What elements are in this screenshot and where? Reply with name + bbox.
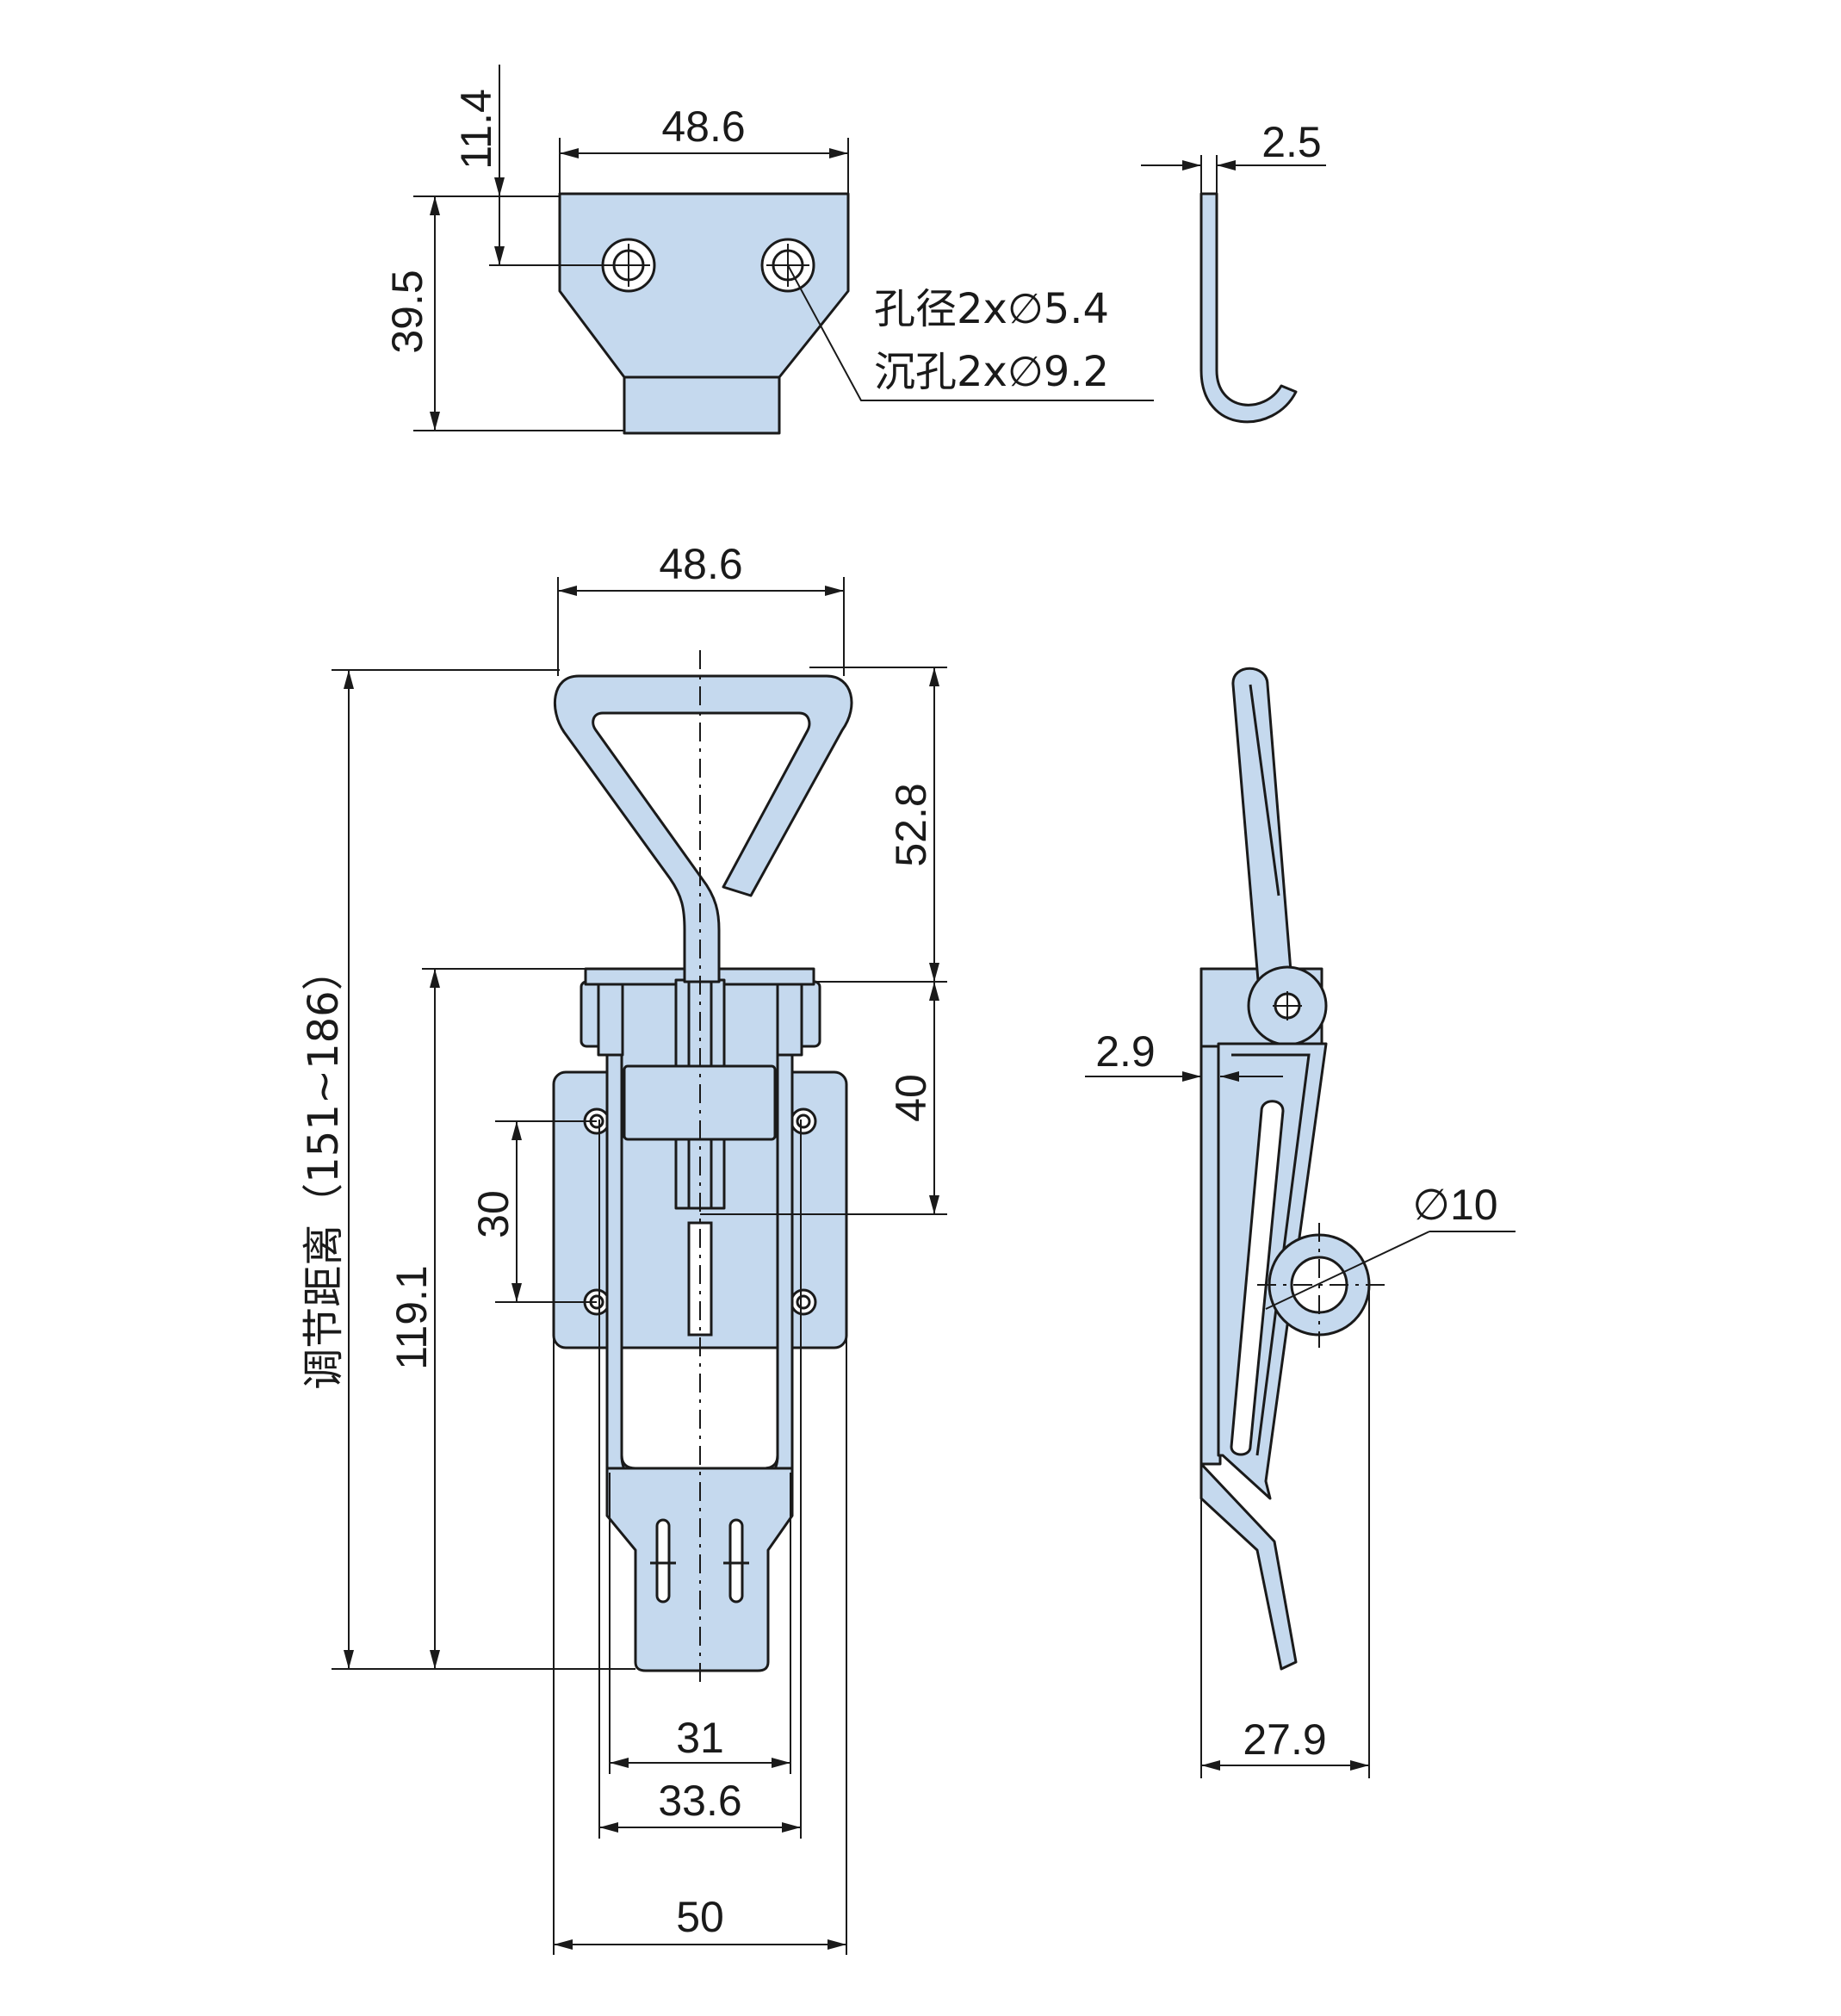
dim-handle-height: 52.8 [809, 667, 947, 983]
dim-handle-width: 48.6 [557, 540, 845, 676]
dim-side-depth-label: 27.9 [1243, 1715, 1326, 1764]
dim-handle-width-label: 48.6 [659, 540, 742, 588]
latch-side-view [1199, 667, 1386, 1671]
dim-inner-width-label: 31 [676, 1714, 724, 1762]
dim-pin-diameter: ∅10 [1265, 1181, 1516, 1310]
dim-hole-spacing-label: 30 [469, 1190, 518, 1238]
dim-keeper-hole-offset: 11.4 [452, 65, 629, 266]
dim-keeper-thickness: 2.5 [1141, 118, 1326, 194]
dim-adjust-range-label: 调节距离（151~186） [300, 949, 348, 1389]
keeper-hook [1199, 192, 1298, 424]
keeper-counterbore-note: 沉孔2x∅9.2 [874, 348, 1109, 396]
dim-plate-thickness-label: 2.9 [1095, 1027, 1156, 1076]
dim-outer-width-label: 33.6 [658, 1777, 741, 1825]
keeper-plate [558, 192, 850, 435]
dim-handle-height-label: 52.8 [887, 783, 935, 866]
dim-keeper-thickness-label: 2.5 [1261, 118, 1322, 166]
latch-side-hook-tail [1199, 1462, 1298, 1671]
keeper-hole-note: 孔径2x∅5.4 [874, 285, 1109, 333]
dim-outer-width: 33.6 [598, 1120, 802, 1839]
dim-adjust-range: 调节距离（151~186） [300, 669, 635, 1670]
latch-handle-bail [554, 674, 853, 983]
dim-keeper-height: 39.5 [383, 195, 624, 431]
dim-plate-thickness: 2.9 [1085, 1027, 1283, 1082]
dim-side-depth: 27.9 [1200, 1285, 1370, 1778]
dim-plate-width: 50 [553, 1322, 847, 1955]
dim-inner-width: 31 [609, 1473, 791, 1774]
latch-front-view [552, 650, 853, 1688]
dim-body-length: 119.1 [387, 968, 586, 1669]
dim-keeper-width-label: 48.6 [661, 102, 745, 151]
dim-keeper-hole-offset-label: 11.4 [452, 89, 500, 170]
dim-keeper-width: 48.6 [559, 102, 849, 194]
dim-pivot-to-plate: 40 [700, 982, 947, 1215]
latch-side-handle [1231, 667, 1293, 992]
dim-keeper-height-label: 39.5 [383, 270, 431, 353]
dim-body-length-label: 119.1 [387, 1265, 436, 1369]
dim-pin-diameter-label: ∅10 [1412, 1181, 1497, 1229]
keeper-front-view [558, 192, 1154, 435]
dim-hole-spacing: 30 [469, 1120, 597, 1303]
keeper-side-view [1199, 192, 1298, 424]
dim-pivot-to-plate-label: 40 [887, 1074, 935, 1122]
dim-plate-width-label: 50 [676, 1893, 724, 1941]
